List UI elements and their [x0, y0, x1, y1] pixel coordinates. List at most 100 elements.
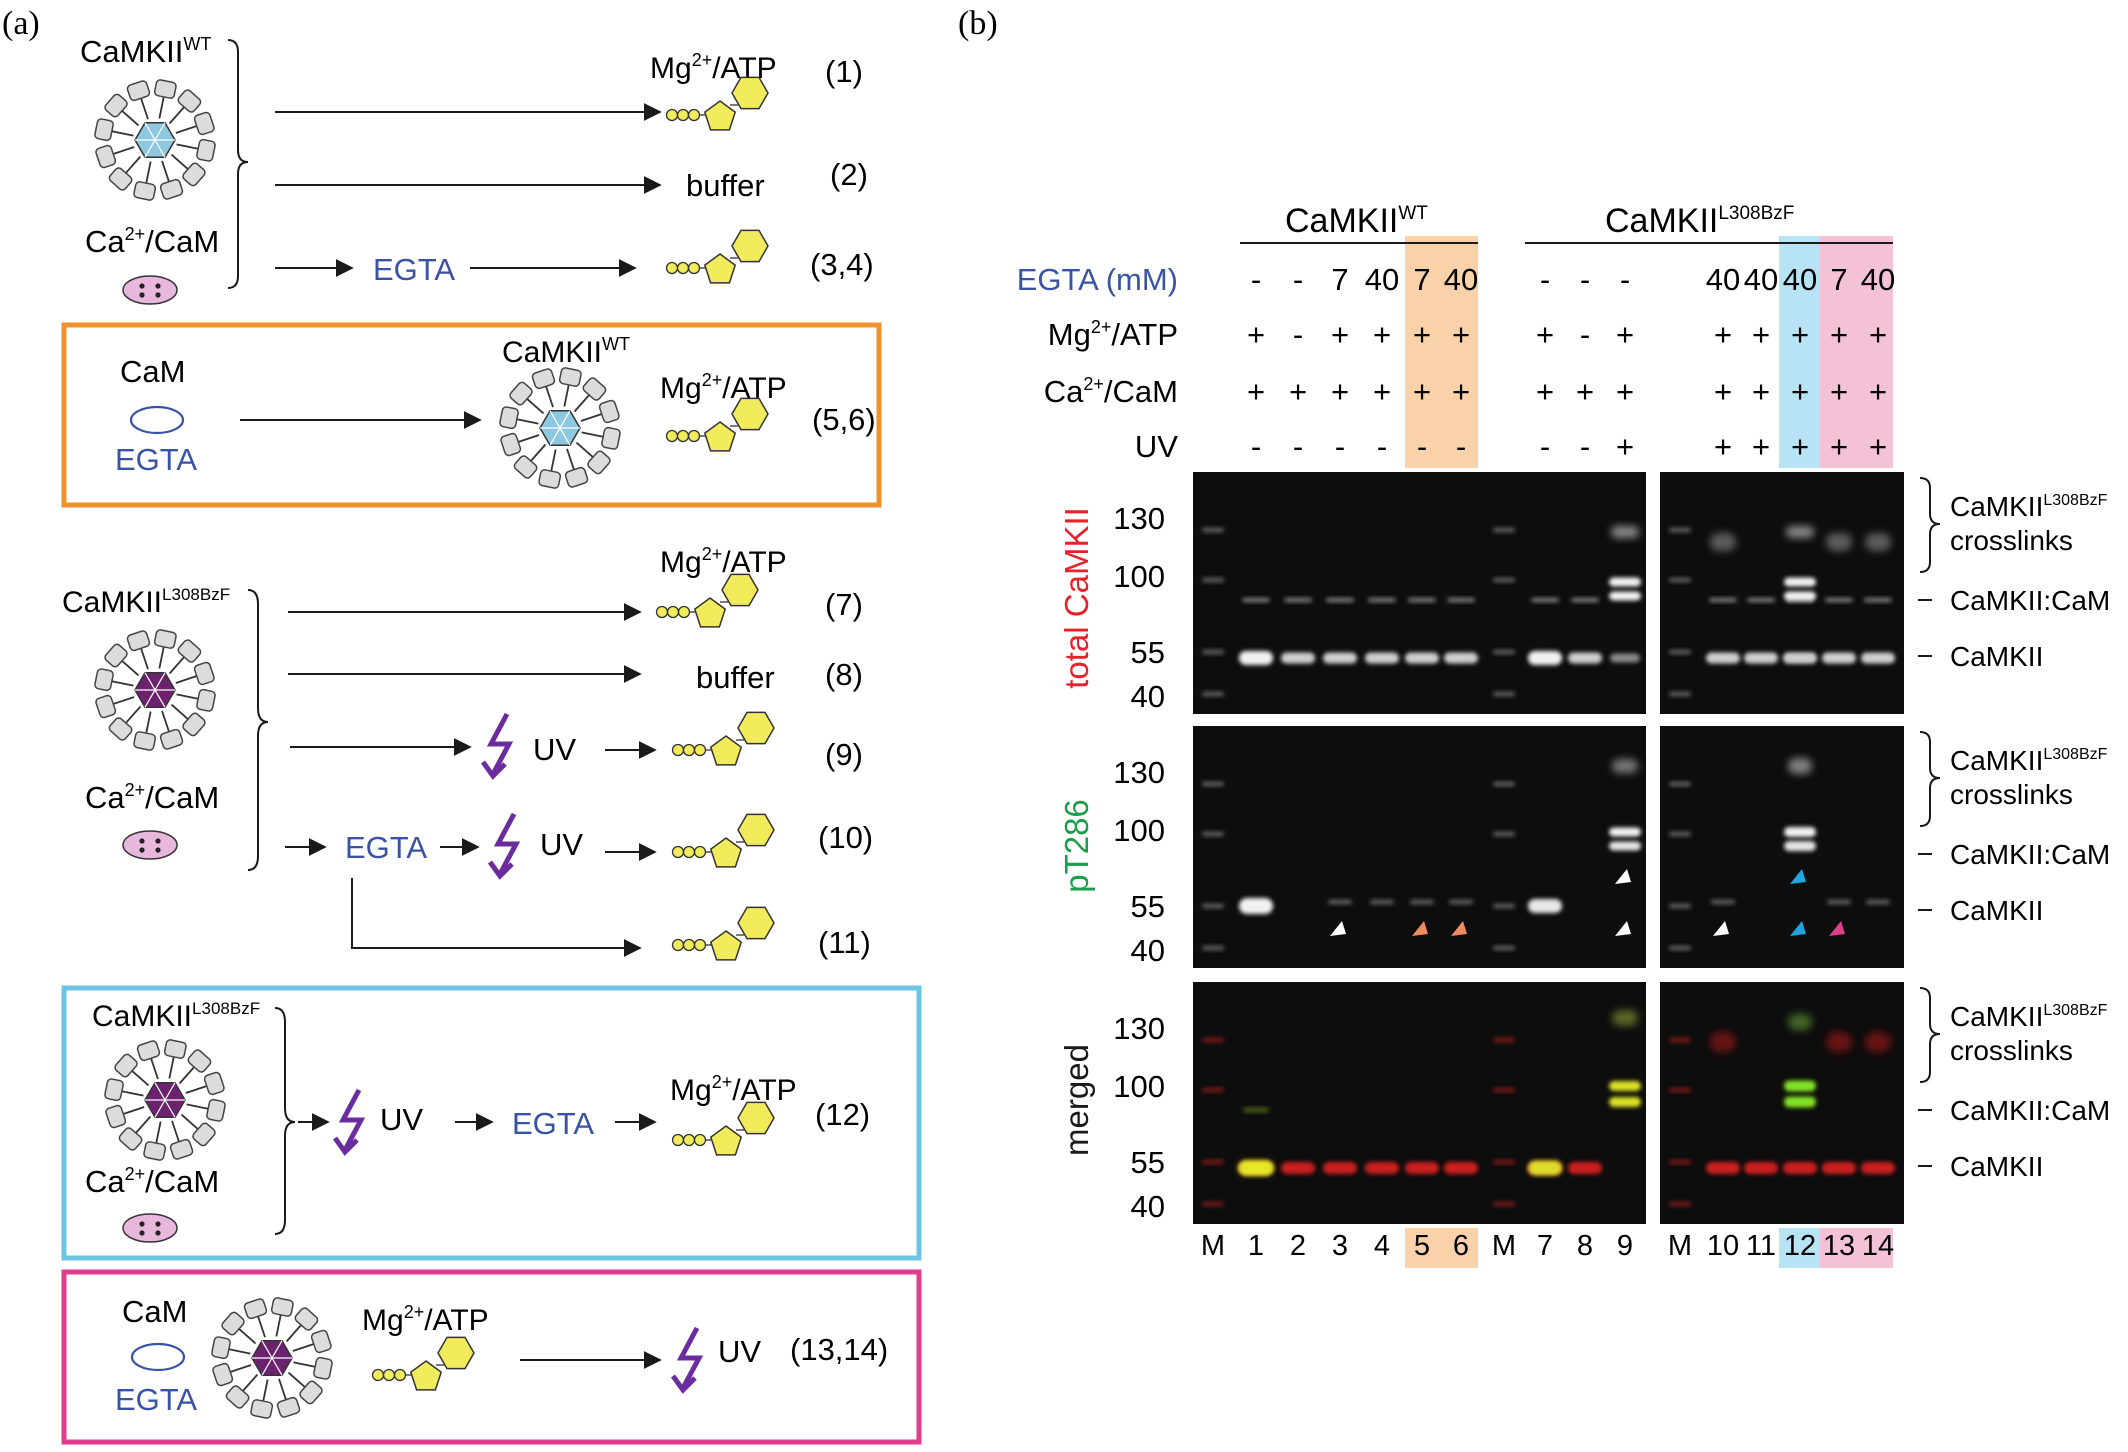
- subunit-domain: [564, 466, 589, 488]
- ladder-band: [1493, 527, 1515, 533]
- band-monomer: [1405, 652, 1439, 664]
- phosphate: [687, 261, 701, 275]
- band-crosslink-smear: [1826, 533, 1852, 551]
- band-monomer: [1444, 652, 1478, 664]
- atp-icon: [671, 813, 775, 868]
- mw-55: 55: [1131, 1145, 1165, 1180]
- egta-label-5: EGTA: [115, 442, 197, 477]
- band-monomer: [1568, 652, 1602, 664]
- cond-mg-lane-1: +: [1247, 317, 1265, 352]
- band-pt286-faint: [1328, 899, 1352, 905]
- lane-number-3: 3: [1332, 1230, 1348, 1262]
- subunit-domain: [225, 1385, 250, 1409]
- subunit-domain: [95, 144, 117, 169]
- subunit-domain: [182, 712, 206, 737]
- cond-uv-lane-14: +: [1869, 429, 1887, 464]
- adenine-ring: [731, 397, 769, 431]
- band-crosslink: [1408, 597, 1436, 603]
- band-merged-monomer: [1444, 1162, 1478, 1174]
- uv-lightning-icon: [480, 712, 514, 780]
- buffer-label-2: buffer: [686, 168, 765, 203]
- atp-icon: [665, 76, 769, 131]
- band-merged-monomer: [1783, 1162, 1817, 1174]
- band-merged-complex: [1609, 1097, 1641, 1107]
- label-crosslinks-line2: crosslinks: [1950, 779, 2073, 810]
- subunit-domain: [598, 399, 620, 424]
- ladder-band: [1669, 945, 1691, 951]
- ladder-band: [1202, 1159, 1224, 1165]
- ladder-band: [1493, 1087, 1515, 1093]
- camkii-wt-holoenzyme-icon: [94, 79, 216, 201]
- subunit-domain: [270, 1297, 294, 1317]
- group-brace-3: [274, 1007, 296, 1235]
- ladder-band: [1202, 903, 1224, 909]
- cond-ca-lane-11: +: [1752, 374, 1770, 409]
- lane-number-10: 10: [1707, 1230, 1739, 1262]
- condition-7: (7): [825, 587, 863, 622]
- arrowhead-marker: [1330, 921, 1346, 936]
- mw-100: 100: [1113, 559, 1165, 594]
- camkii-wt-label-5: CaMKIIWT: [502, 334, 630, 369]
- ladder-band: [1493, 691, 1515, 697]
- band-monomer: [1281, 652, 1315, 664]
- cond-ca-lane-7: +: [1536, 374, 1554, 409]
- band-monomer: [1822, 652, 1856, 664]
- mg-atp-label-5: Mg2+/ATP: [660, 370, 787, 405]
- band-pt286-complex: [1609, 841, 1641, 851]
- band-pt286-complex: [1784, 827, 1816, 837]
- subunit-domain: [126, 80, 151, 102]
- band-merged-crosslink: [1826, 1032, 1852, 1052]
- arrowhead-marker: [1615, 921, 1631, 936]
- phosphate: [671, 1133, 685, 1147]
- condition-1: (1): [825, 54, 863, 89]
- ladder-band: [1202, 691, 1224, 697]
- cond-uv-lane-5: -: [1417, 429, 1427, 464]
- subunit-domain: [153, 79, 177, 99]
- ladder-band: [1202, 577, 1224, 583]
- subunit-domain: [531, 368, 556, 390]
- cond-ca-lane-9: +: [1616, 374, 1634, 409]
- highlight-lane-12-bottom: [1779, 1228, 1820, 1268]
- ribose: [703, 253, 737, 284]
- label-camkii-monomer: CaMKII: [1950, 895, 2043, 926]
- egta-label-10: EGTA: [345, 830, 427, 865]
- band-monomer: [1744, 652, 1778, 664]
- cond-ca-lane-13: +: [1830, 374, 1848, 409]
- arrowhead-marker: [1412, 921, 1428, 936]
- egta-label-13: EGTA: [115, 1382, 197, 1417]
- calmodulin-shape: [122, 1213, 178, 1243]
- lane-number-7: 7: [1537, 1230, 1553, 1262]
- cond-mg-lane-5: +: [1413, 317, 1431, 352]
- mw-55: 55: [1131, 889, 1165, 924]
- atp-icon: [671, 906, 775, 961]
- band-annotations: CaMKIIL308BzFcrosslinksCaMKII:CaMCaMKIIC…: [1918, 477, 2110, 1182]
- adenine-ring: [737, 1101, 775, 1135]
- cond-mg-lane-10: +: [1714, 317, 1732, 352]
- subunit-domain: [211, 1336, 231, 1360]
- cond-uv-lane-12: +: [1791, 429, 1809, 464]
- band-monomer: [1706, 652, 1740, 664]
- subunit-domain: [196, 688, 216, 712]
- subunit-domain: [299, 1380, 323, 1405]
- phosphate: [671, 743, 685, 757]
- cond-uv-lane-4: -: [1377, 429, 1387, 464]
- bolt-stroke: [338, 1088, 366, 1152]
- subunit-domain: [499, 406, 519, 430]
- phosphate: [677, 605, 691, 619]
- band-crosslink: [1571, 597, 1599, 603]
- bolt-stroke: [676, 1326, 704, 1390]
- arrowhead-marker: [1829, 921, 1845, 936]
- ladder-band: [1493, 1159, 1515, 1165]
- band-crosslink: [1864, 597, 1892, 603]
- uv-label-10: UV: [540, 827, 583, 862]
- subunit-domain: [153, 629, 177, 649]
- ribose: [409, 1360, 443, 1391]
- cond-mg-lane-2: -: [1293, 317, 1303, 352]
- bolt-stroke: [493, 812, 521, 876]
- arrowhead-marker: [1713, 921, 1729, 936]
- condition-13-14: (13,14): [790, 1332, 888, 1367]
- ladder-band: [1669, 577, 1691, 583]
- lane-number-6: 6: [1453, 1230, 1469, 1262]
- phosphate: [655, 605, 669, 619]
